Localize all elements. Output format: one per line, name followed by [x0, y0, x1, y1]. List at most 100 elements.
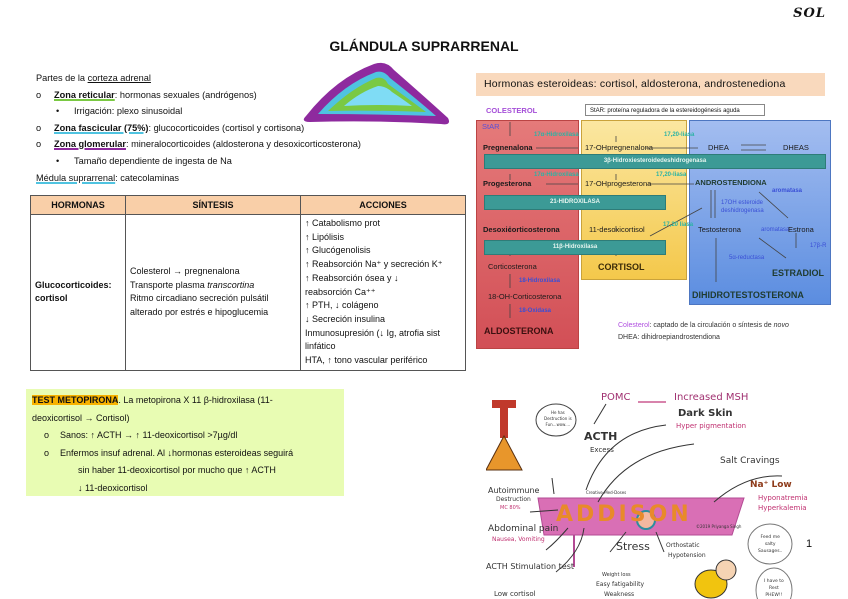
metopirona-test-box: TEST METOPIRONA. La metopirona X 11 β-hi… — [26, 389, 344, 496]
zone-glomerular: o Zona glomerular: mineralocorticoides (… — [36, 136, 456, 153]
cortex-link: corteza adrenal — [87, 73, 151, 83]
zone-fascicular: o Zona fascicular (75%): glucocorticoide… — [36, 120, 456, 137]
list-bullet-icon: o — [36, 89, 42, 100]
action-item: reabsorción Ca⁺⁺ — [305, 286, 376, 297]
enzyme-18-hidroxilasa: 18-Hidroxilasa — [519, 278, 561, 284]
steroid-section-header: Hormonas esteroideas: cortisol, aldoster… — [476, 73, 825, 96]
action-item: HTA, ↑ tono vascular periférico — [305, 355, 428, 366]
enzyme-aromatasa: aromatasa — [772, 188, 803, 194]
label-hypotension: Hypotension — [668, 552, 706, 559]
node-17oh-pregnenalona: 17-OHpregnenalona — [585, 143, 653, 152]
header-acciones: ACCIONES — [300, 195, 466, 215]
node-17oh-progesterona: 17-OHprogesterona — [585, 179, 652, 188]
list-bullet-icon: o — [44, 447, 50, 458]
node-pregnenalona: Pregnenalona — [483, 143, 533, 152]
enzyme-bar-11b-hidroxilasa: 11β-Hidroxilasa — [484, 240, 666, 255]
enzyme-17b-r: 17β-R — [810, 243, 827, 249]
enzyme-aromatasa-2: aromatasa — [761, 227, 790, 233]
list-bullet-icon: • — [56, 155, 60, 166]
label-low-cortisol: Low cortisol — [494, 590, 536, 598]
action-item: linfático — [305, 341, 336, 352]
addison-cartoon: POMC Increased MSH Dark Skin Hyper pigme… — [486, 392, 826, 599]
list-bullet-icon: • — [56, 106, 60, 117]
label-abdominal-pain: Abdominal pain — [488, 524, 559, 534]
table-header-row: HORMONAS SÍNTESIS ACCIONES — [30, 195, 466, 215]
label-hyperkalemia: Hyperkalemia — [758, 504, 807, 512]
label-weight-loss: Weight loss — [602, 572, 631, 578]
enzyme-1720-liasa-3: 17,20 liasa — [663, 222, 694, 228]
label-hyponatremia: Hyponatremia — [758, 494, 808, 502]
list-bullet-icon: o — [44, 430, 50, 440]
label-fatigue: Easy fatigability — [596, 581, 645, 588]
node-estradiol: ESTRADIOL — [772, 268, 825, 278]
node-progesterona: Progesterona — [483, 179, 532, 188]
action-item: ↑ Reabsorción Na⁺ y secreción K⁺ — [305, 259, 443, 270]
label-autoimmune: Autoimmune — [488, 486, 540, 495]
label-increased-msh: Increased MSH — [674, 392, 749, 403]
node-cortisol: CORTISOL — [598, 262, 645, 272]
label-excess: Excess — [590, 446, 614, 454]
enzyme-5a-reductasa: 5α-reductasa — [729, 255, 765, 261]
enzyme-1720-liasa-2: 17,20-liasa — [656, 172, 687, 178]
label-credit: Creative-Med-Doses — [586, 490, 627, 495]
node-dhea: DHEA — [708, 143, 729, 152]
page-number: 1 — [806, 538, 813, 550]
action-item: Inmunosupresión (↓ Ig, atrofia sist — [305, 327, 441, 338]
node-11-desoxicortisol: 11-desoxicortisol — [589, 225, 645, 234]
action-item: ↑ PTH, ↓ colágeno — [305, 300, 379, 311]
medulla-line: Médula suprarrenal: catecolaminas — [36, 172, 180, 183]
enzyme-17oh-deshidrogenasa: 17OH esteroide — [721, 200, 764, 206]
action-item: ↑ Lipólisis — [305, 231, 345, 242]
label-copyright: ©2019 Priyanga Singh — [696, 524, 742, 529]
test-label: TEST METOPIRONA — [32, 395, 119, 405]
cortex-notes: Partes de la corteza adrenal o Zona reti… — [36, 70, 456, 186]
node-estrona: Estrona — [788, 225, 814, 234]
list-bullet-icon: o — [36, 122, 42, 133]
node-18oh-corticosterona: 18-OH-Corticosterona — [488, 292, 562, 301]
label-orthostatic: Orthostatic — [666, 542, 700, 549]
label-pomc: POMC — [601, 392, 631, 403]
star-note: StAR: proteína reguladora de la estereid… — [585, 104, 765, 116]
action-item: ↑ Glucógenolisis — [305, 245, 371, 256]
cortex-intro: Partes de la corteza adrenal — [36, 73, 151, 83]
steroidogenesis-diagram: COLESTEROL StAR: proteína reguladora de … — [476, 100, 831, 350]
enzyme-bar-21-hidroxilasa: 21-HIDROXILASA — [484, 195, 666, 210]
label-salt-cravings: Salt Cravings — [720, 456, 780, 466]
enzyme-1720-liasa: 17,20-liasa — [664, 132, 695, 138]
zone-reticular-sub: • Irrigación: plexo sinusoidal — [36, 103, 456, 120]
action-item: ↑ Reabsorción ósea y ↓ — [305, 272, 399, 283]
note-colesterol: Colesterol: captado de la circulación o … — [618, 322, 789, 329]
node-colesterol: COLESTEROL — [486, 106, 538, 115]
label-destruction: Destruction — [496, 496, 531, 503]
node-corticosterona: Corticosterona — [488, 262, 537, 271]
cell-hormone: Glucocorticoides: cortisol — [30, 214, 126, 371]
header-hormonas: HORMONAS — [30, 195, 126, 215]
action-item: ↓ Secreción insulina — [305, 313, 386, 324]
list-bullet-icon: o — [36, 139, 42, 150]
note-dhea: DHEA: dihidroepiandrostendiona — [618, 334, 720, 341]
cx-core-layer — [344, 86, 412, 106]
label-acth-excess: ACTH — [584, 430, 618, 443]
androgen-column — [689, 120, 831, 305]
header-sintesis: SÍNTESIS — [125, 195, 301, 215]
node-dihidrotestosterona: DIHIDROTESTOSTERONA — [692, 290, 804, 300]
action-item: ↑ Catabolismo prot — [305, 218, 381, 228]
cartoon-shapes — [486, 400, 793, 599]
label-weakness: Weakness — [604, 591, 635, 598]
enzyme-18-oxidasa: 18-Oxidasa — [519, 308, 552, 314]
zone-glomerular-sub: • Tamaño dependiente de ingesta de Na — [36, 153, 456, 170]
signature: SOL — [793, 6, 826, 21]
node-desoxicorticosterona: Desoxicorticosterona — [483, 225, 560, 234]
table-row: Glucocorticoides: cortisol Colesterol → … — [30, 214, 466, 371]
label-acth-stimulation: ACTH Stimulation test — [486, 562, 575, 571]
enzyme-17a-hidroxilasa-2: 17α-Hidroxilasa — [534, 172, 579, 178]
zone-reticular: o Zona reticular: hormonas sexuales (and… — [36, 87, 456, 104]
enzyme-17oh-deshidrogenasa-2: deshidrogenasa — [721, 208, 764, 214]
node-dheas: DHEAS — [783, 143, 809, 152]
node-androstendiona: ANDROSTENDIONA — [695, 178, 767, 187]
label-addison: ADDISON — [556, 502, 692, 527]
bubble-salty: Feed me salty Sausages.. — [758, 535, 783, 554]
adrenal-cortex-drawing — [303, 62, 450, 125]
label-nausea: Nausea, Vomiting — [492, 536, 545, 543]
